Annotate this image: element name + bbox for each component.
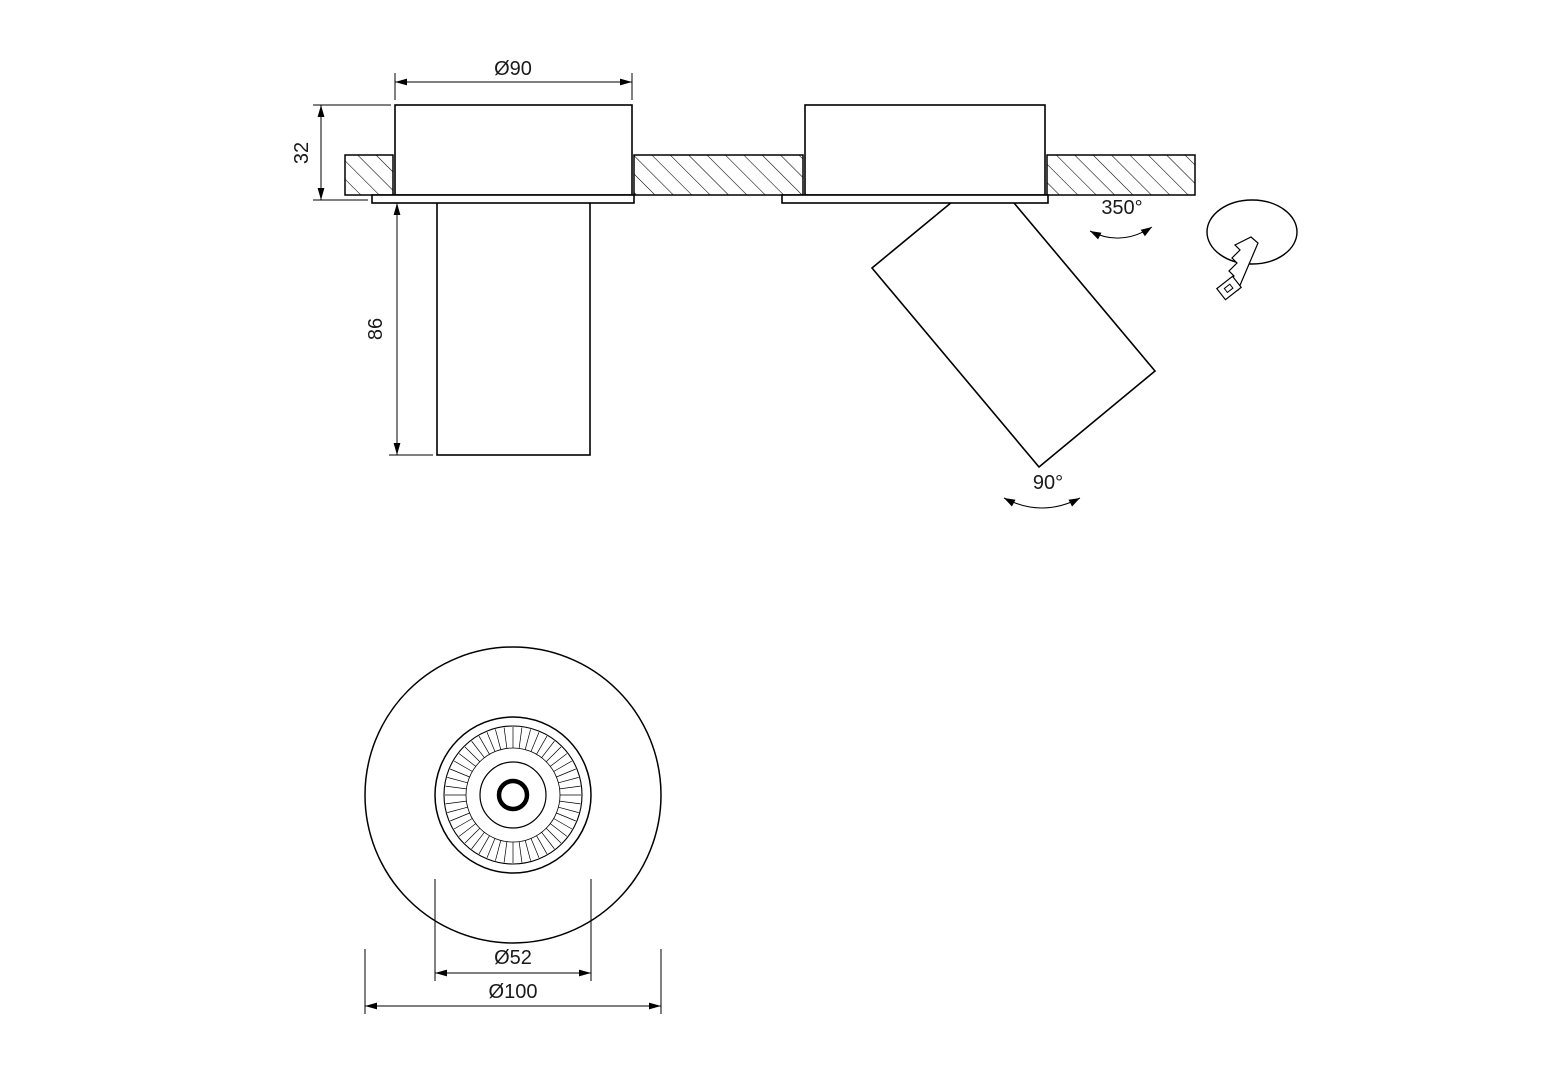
reflector-facet-line: [503, 841, 508, 863]
dimension-label-recess-height: 32: [291, 142, 313, 164]
dimension-head-width: Ø90: [394, 58, 633, 100]
reflector-facet-line: [495, 840, 502, 861]
arrowhead-right: [1068, 498, 1080, 507]
bottom-view: Ø52 Ø100: [364, 646, 662, 1014]
arrowhead-top: [317, 105, 325, 117]
arrowhead-left: [395, 78, 407, 86]
fixture-body-cylinder: [436, 199, 591, 456]
dimension-label-head-width: Ø90: [494, 58, 532, 80]
arrowhead-right: [579, 969, 591, 977]
fixture-body-tilted: [870, 196, 1157, 469]
reflector-facet-line: [530, 838, 540, 858]
reflector-facet-line: [486, 732, 496, 752]
arrowhead-right: [620, 78, 632, 86]
reflector-facet-line: [536, 735, 548, 755]
reflector-facet-line: [464, 827, 481, 844]
reflector-facet-line: [453, 818, 473, 830]
reflector-facet-line: [464, 746, 481, 763]
dimension-label-inner-diameter: Ø52: [494, 947, 532, 969]
reflector-facet-line: [545, 827, 562, 844]
arrowhead-top: [393, 203, 401, 215]
dimension-label-body-length: 86: [365, 318, 387, 340]
reflector-facet-line: [545, 746, 562, 763]
reflector-facet-line: [550, 753, 568, 767]
tilt-arrow-arc: [1003, 497, 1081, 509]
reflector-facet-line: [559, 800, 581, 805]
trim-inner-circle: [443, 725, 583, 865]
dimension-label-outer-diameter: Ø100: [489, 981, 538, 1003]
reflector-facet-line: [445, 785, 467, 790]
reflector-facet-line: [558, 806, 579, 813]
reflector-facet-line: [471, 740, 485, 758]
arrowhead-left: [1004, 498, 1016, 507]
dimension-inner-diameter: Ø52: [434, 879, 592, 981]
dimension-recess-height: 32: [291, 104, 391, 201]
arrowhead-left: [1090, 231, 1102, 240]
saw-handle: [1215, 275, 1243, 301]
reflector-facet-line: [445, 800, 467, 805]
reflector-facet-line: [530, 732, 540, 752]
reflector-facet-line: [558, 777, 579, 784]
reflector-facet-line: [518, 841, 523, 863]
reflector-facet-line: [478, 735, 490, 755]
reflector-facet-line: [503, 727, 508, 749]
reflector-facet-line: [458, 823, 476, 837]
reflector-facet-line: [518, 727, 523, 749]
rotation-annotation: 350°: [1089, 197, 1153, 240]
mounting-flange: [371, 194, 635, 204]
reflector-facet-line: [486, 838, 496, 858]
dimension-body-length: 86: [365, 203, 433, 456]
ceiling-section-left: [344, 154, 394, 196]
side-view-tilted: 350° 90°: [781, 104, 1298, 509]
reflector-facet-line: [450, 768, 470, 778]
reflector-facet-line: [541, 832, 555, 850]
reflector-facet-line: [478, 835, 490, 855]
lens-circle: [479, 761, 547, 829]
tilt-annotation: 90°: [1003, 472, 1081, 509]
fixture-head-recessed: [804, 104, 1046, 196]
reflector-facet-line: [556, 812, 576, 822]
ceiling-section-right: [1046, 154, 1196, 196]
reflector-facet-line: [458, 753, 476, 767]
reflector-facet-line: [550, 823, 568, 837]
arrowhead-bottom: [317, 188, 325, 200]
arrowhead-left: [435, 969, 447, 977]
arrowhead-right: [649, 1002, 661, 1010]
reflector-facet-line: [541, 740, 555, 758]
dimension-outer-diameter: Ø100: [364, 949, 662, 1014]
reflector-facet-line: [553, 760, 573, 772]
reflector-facet-line: [524, 729, 531, 750]
tilt-angle-label: 90°: [1033, 472, 1063, 494]
mounting-flange: [781, 194, 1049, 204]
side-view-straight: Ø90 32 86: [291, 58, 1196, 456]
reflector-facet-line: [559, 785, 581, 790]
hole-saw-icon: [1206, 199, 1298, 301]
reflector-facet-line: [524, 840, 531, 861]
reflector-facet-line: [556, 768, 576, 778]
fixture-head-recessed: [394, 104, 633, 196]
reflector-facet-line: [447, 806, 468, 813]
led-center-circle: [496, 778, 530, 812]
reflector-facet-line: [447, 777, 468, 784]
reflector-facet-line: [553, 818, 573, 830]
cutout-ellipse: [1206, 199, 1298, 265]
rotation-angle-label: 350°: [1101, 197, 1142, 219]
arrowhead-left: [365, 1002, 377, 1010]
reflector-facet-line: [471, 832, 485, 850]
arrowhead-bottom: [393, 443, 401, 455]
reflector-facet-line: [450, 812, 470, 822]
saw-handle-hole: [1223, 283, 1234, 294]
reflector-facet-line: [495, 729, 502, 750]
reflector-facets: [445, 727, 581, 863]
reflector-facet-line: [453, 760, 473, 772]
reflector-facet-line: [536, 835, 548, 855]
arrowhead-right: [1140, 227, 1152, 237]
trim-outer-circle: [434, 716, 592, 874]
ceiling-section-middle: [633, 154, 804, 196]
